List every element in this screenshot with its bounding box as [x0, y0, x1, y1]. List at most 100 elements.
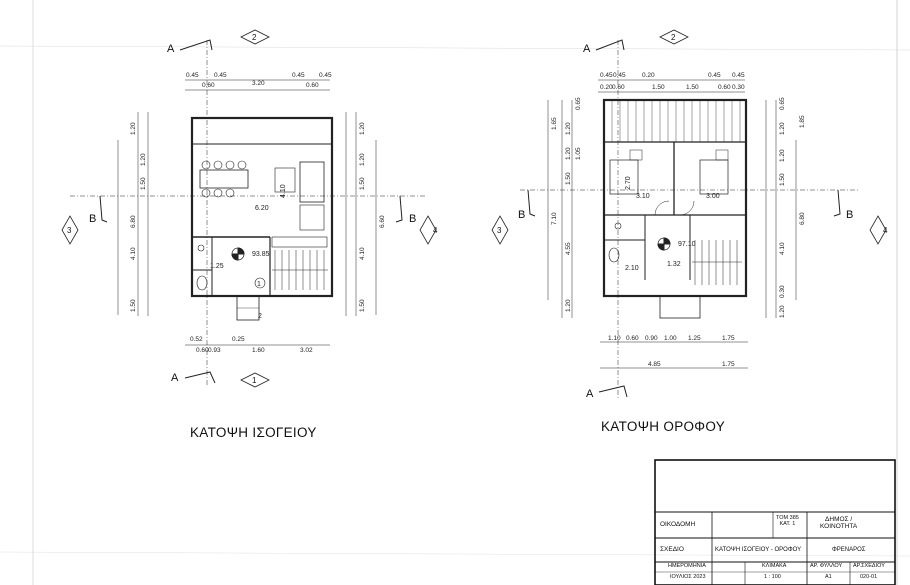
upper-bottom-dim-3: 0.90 [645, 335, 658, 342]
municipality-label-2: ΚΟΙΝΟΤΗΤΑ [820, 522, 858, 530]
ground-top-dim-2: 0.60 [202, 82, 215, 89]
upper-label-4: 97.10 [678, 241, 696, 248]
upper-top-dim-6: 0.20 [600, 84, 613, 91]
ground-bottom-dim-5: 1.60 [252, 347, 265, 354]
upper-view-left: 3 [497, 226, 502, 235]
upper-bottom-dim-6: 1.75 [722, 335, 735, 342]
tom-reference: ΤΟΜ 385 ΚΑΤ. 1 [776, 515, 799, 528]
upper-right-dim-3: 0.65 [779, 97, 786, 110]
upper-label-2: 3.00 [706, 193, 720, 200]
upper-left-dim-7: 7.10 [551, 212, 558, 225]
ground-top-dim-1: 0.45 [186, 72, 199, 79]
upper-label-5: 2.10 [625, 265, 639, 272]
upper-right-dim-2: 1.20 [779, 122, 786, 135]
upper-floor-plan [491, 29, 887, 400]
ground-top-dim-4: 3.20 [252, 80, 265, 87]
upper-view-top: 2 [671, 33, 676, 42]
upper-bottom-dim-8: 1.75 [722, 361, 735, 368]
upper-section-a-bottom: A [586, 388, 594, 400]
upper-top-dim-10: 0.60 [718, 84, 731, 91]
ground-top-dim-7: 0.45 [319, 72, 332, 79]
ground-left-dim-3: 1.50 [140, 177, 147, 190]
ground-left-dim-2: 1.20 [140, 153, 147, 166]
ground-right-dim-1: 1.20 [359, 122, 366, 135]
tom-line-2: ΚΑΤ. 1 [779, 520, 796, 527]
upper-right-dim-5: 1.50 [779, 173, 786, 186]
ground-section-a-bottom: A [171, 372, 179, 384]
upper-bottom-dim-1: 1.10 [608, 335, 621, 342]
ground-section-a-top: A [167, 43, 175, 55]
upper-floor-caption: ΚΑΤΟΨΗ ΟΡΟΦΟΥ [601, 419, 726, 434]
upper-bottom-dim-5: 1.25 [688, 335, 701, 342]
ground-label-1: 6.20 [255, 205, 269, 212]
ground-bottom-dim-3: 0.93 [208, 347, 221, 354]
municipality-value: ΦΡΕΝΑΡΟΣ [832, 547, 866, 553]
scale-value: 1 : 100 [764, 574, 781, 580]
upper-top-dim-11: 0.30 [732, 84, 745, 91]
ground-label-3: 1.25 [210, 263, 224, 270]
upper-right-dim-9: 1.20 [779, 305, 786, 318]
upper-section-a-top: A [583, 43, 591, 55]
ground-bottom-dim-1: 0.52 [190, 336, 203, 343]
upper-label-1: 3.10 [636, 193, 650, 200]
ground-label-2: 4.10 [280, 184, 287, 198]
upper-left-dim-4: 1.05 [575, 147, 582, 160]
ground-view-bottom: 1 [252, 376, 257, 385]
ground-section-b-right: B [409, 213, 416, 225]
municipality-label: ΔΗΜΟΣ / ΚΟΙΝΟΤΗΤΑ [820, 516, 858, 531]
upper-top-dim-3: 0.20 [642, 72, 655, 79]
ground-top-dim-5: 0.45 [292, 72, 305, 79]
upper-left-dim-9: 1.20 [565, 299, 572, 312]
ground-label-6: 2 [258, 313, 262, 320]
ground-bottom-dim-4: 0.25 [232, 336, 245, 343]
upper-right-dim-4: 1.20 [779, 149, 786, 162]
municipality-label-1: ΔΗΜΟΣ / [825, 516, 853, 523]
ground-top-dim-3: 0.45 [214, 72, 227, 79]
upper-left-dim-5: 1.20 [565, 147, 572, 160]
upper-top-dim-8: 1.50 [652, 84, 665, 91]
ground-view-right: 4 [433, 226, 438, 235]
building-label: ΟΙΚΟΔΟΜΗ [660, 521, 696, 528]
ground-bottom-dim-2: 0.60 [196, 347, 209, 354]
tom-line-1: ΤΟΜ 385 [776, 515, 799, 521]
drawing-number-label: ΑΡ.ΣΧΕΔΙΟΥ [853, 563, 885, 569]
ground-right-dim-4: 6.60 [379, 215, 386, 228]
ground-right-dim-6: 1.50 [359, 299, 366, 312]
scale-label: ΚΛΙΜΑΚΑ [762, 563, 787, 569]
ground-left-dim-1: 1.20 [130, 122, 137, 135]
ground-view-top: 2 [252, 33, 257, 42]
upper-left-dim-8: 4.55 [565, 242, 572, 255]
upper-bottom-dim-7: 4.85 [648, 361, 661, 368]
upper-view-right: 4 [883, 226, 888, 235]
upper-left-dim-3: 0.65 [575, 97, 582, 110]
ground-left-dim-5: 4.10 [130, 247, 137, 260]
ground-top-dim-6: 0.60 [306, 82, 319, 89]
upper-label-3: 2.70 [625, 176, 632, 190]
ground-floor-plan [61, 29, 437, 388]
upper-top-dim-4: 0.45 [708, 72, 721, 79]
upper-bottom-dim-4: 1.00 [664, 335, 677, 342]
upper-left-dim-6: 1.50 [565, 172, 572, 185]
upper-right-dim-8: 0.30 [779, 285, 786, 298]
upper-section-b-right: B [846, 209, 853, 221]
ground-floor-caption: ΚΑΤΟΨΗ ΙΣΟΓΕΙΟΥ [190, 425, 317, 440]
upper-bottom-dim-2: 0.60 [626, 335, 639, 342]
upper-left-dim-1: 1.65 [551, 117, 558, 130]
ground-label-4: 93.85 [252, 251, 270, 258]
upper-top-dim-1: 0.45 [600, 72, 613, 79]
ground-right-dim-2: 1.20 [359, 153, 366, 166]
ground-right-dim-5: 4.10 [359, 247, 366, 260]
ground-left-dim-4: 6.80 [130, 215, 137, 228]
date-label: ΗΜΕΡΟΜΗΝΙΑ [668, 563, 706, 569]
ground-right-dim-3: 1.50 [359, 177, 366, 190]
ground-bottom-dim-6: 3.02 [300, 347, 313, 354]
title-block-frame [654, 459, 896, 585]
ground-left-dim-6: 1.50 [130, 299, 137, 312]
ground-section-b-left: B [89, 213, 96, 225]
date-value: ΙΟΥΛΙΟΣ 2023 [670, 574, 706, 580]
drawing-number-value: 020-01 [860, 574, 878, 580]
upper-top-dim-2: 0.45 [613, 72, 626, 79]
upper-right-dim-7: 4.10 [779, 242, 786, 255]
